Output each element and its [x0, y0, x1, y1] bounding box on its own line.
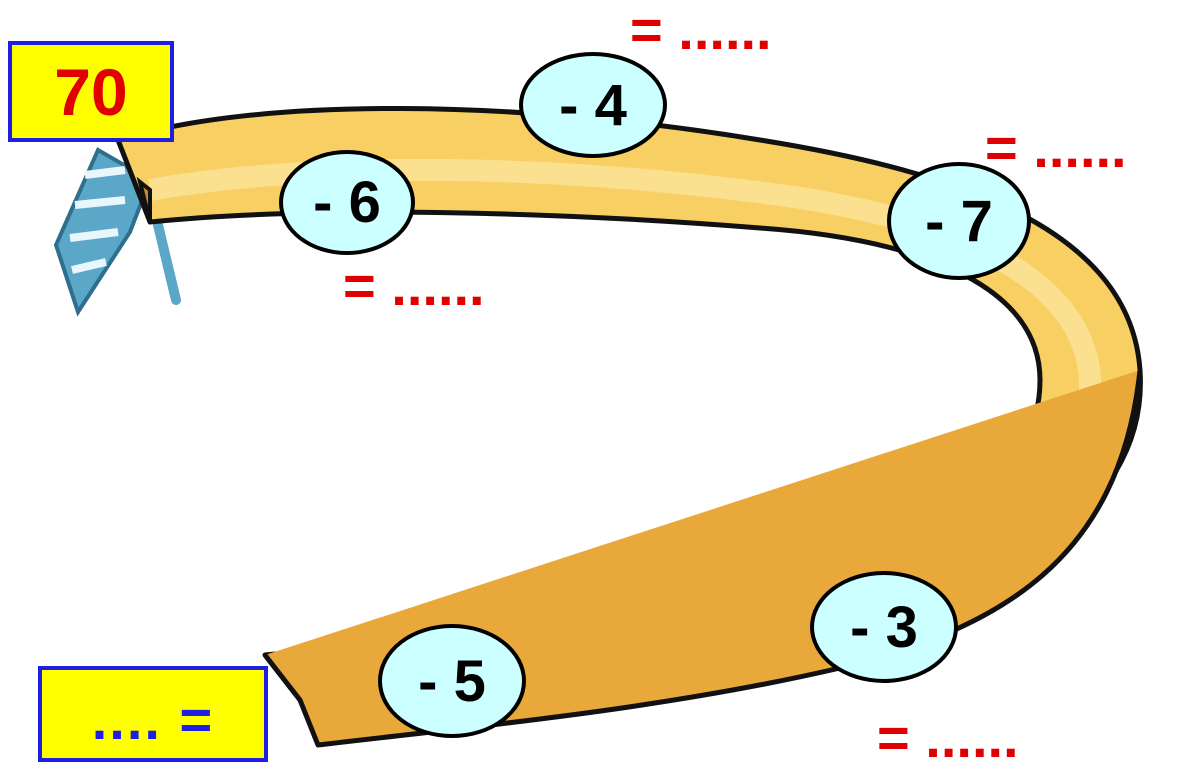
- start-number: 70: [54, 54, 128, 129]
- start-number-box: 70: [8, 41, 174, 142]
- operation-circle-2: - 6: [279, 150, 415, 255]
- operation-label: - 5: [418, 648, 486, 714]
- answer-blank-2[interactable]: = ......: [343, 254, 485, 317]
- ladder-icon: [53, 147, 181, 317]
- operation-circle-4: - 3: [810, 571, 958, 683]
- answer-blank-4[interactable]: = ......: [877, 706, 1019, 769]
- result-box[interactable]: .... =: [38, 666, 268, 762]
- result-text: .... =: [91, 687, 215, 751]
- answer-blank-3[interactable]: = ......: [985, 116, 1127, 179]
- operation-label: - 7: [925, 188, 993, 254]
- operation-circle-1: - 4: [519, 52, 667, 158]
- operation-label: - 3: [850, 594, 918, 660]
- operation-label: - 4: [559, 72, 627, 138]
- operation-circle-5: - 5: [378, 624, 526, 738]
- answer-blank-1[interactable]: = ......: [630, 0, 772, 61]
- operation-circle-3: - 7: [887, 162, 1031, 280]
- operation-label: - 6: [313, 170, 381, 235]
